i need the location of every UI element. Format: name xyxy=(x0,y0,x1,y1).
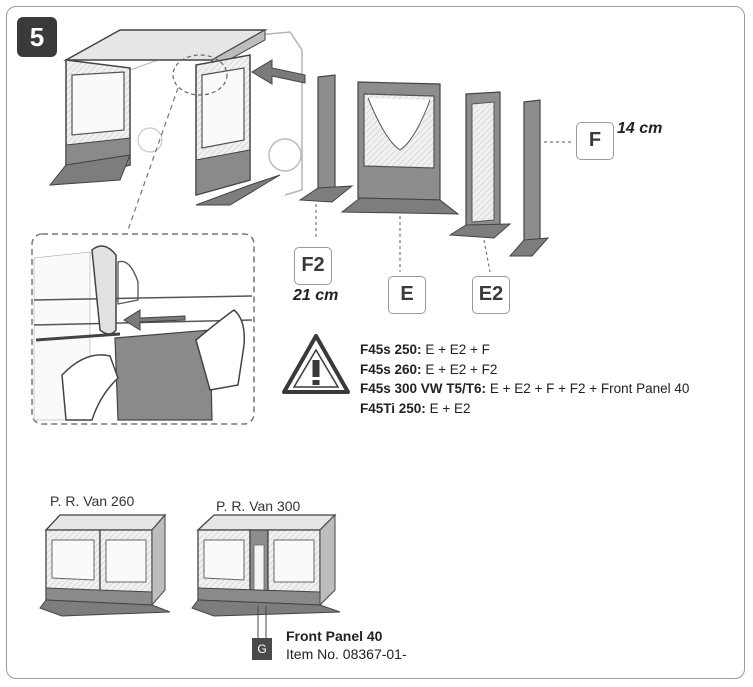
warning-triangle-icon xyxy=(282,334,350,394)
compatibility-list: F45s 250: E + E2 + F F45s 260: E + E2 + … xyxy=(360,340,689,418)
part-e-illustration xyxy=(340,81,460,272)
front-panel-item-no: Item No. 08367-01- xyxy=(286,646,407,662)
part-f2-width: 21 cm xyxy=(293,287,339,304)
front-panel-title: Front Panel 40 xyxy=(286,628,383,644)
part-e2-illustration xyxy=(448,91,512,273)
part-tag-e2: E2 xyxy=(472,276,510,314)
van-300-illustration xyxy=(191,513,341,640)
part-tag-f: F xyxy=(576,122,614,160)
front-panel-marker: G xyxy=(252,638,272,660)
part-f2-illustration xyxy=(298,74,354,238)
part-tag-f2: F2 xyxy=(294,247,332,285)
part-f-illustration xyxy=(508,99,574,257)
part-f-width: 14 cm xyxy=(617,120,663,137)
compatibility-line: F45s 260: E + E2 + F2 xyxy=(360,361,498,377)
part-tag-e: E xyxy=(388,276,426,314)
page-frame xyxy=(6,6,745,679)
detail-inset-illustration xyxy=(31,233,255,425)
compatibility-line: F45Ti 250: E + E2 xyxy=(360,400,471,416)
compatibility-line: F45s 250: E + E2 + F xyxy=(360,342,490,357)
compatibility-line: F45s 300 VW T5/T6: E + E2 + F + F2 + Fro… xyxy=(360,381,690,396)
van-300-label: P. R. Van 300 xyxy=(216,498,301,514)
step-number: 5 xyxy=(17,17,57,57)
van-260-illustration xyxy=(39,513,171,617)
front-panel-info: Front Panel 40 Item No. 08367-01- xyxy=(286,627,407,663)
awning-main-illustration xyxy=(48,29,306,231)
van-260-label: P. R. Van 260 xyxy=(50,493,135,509)
